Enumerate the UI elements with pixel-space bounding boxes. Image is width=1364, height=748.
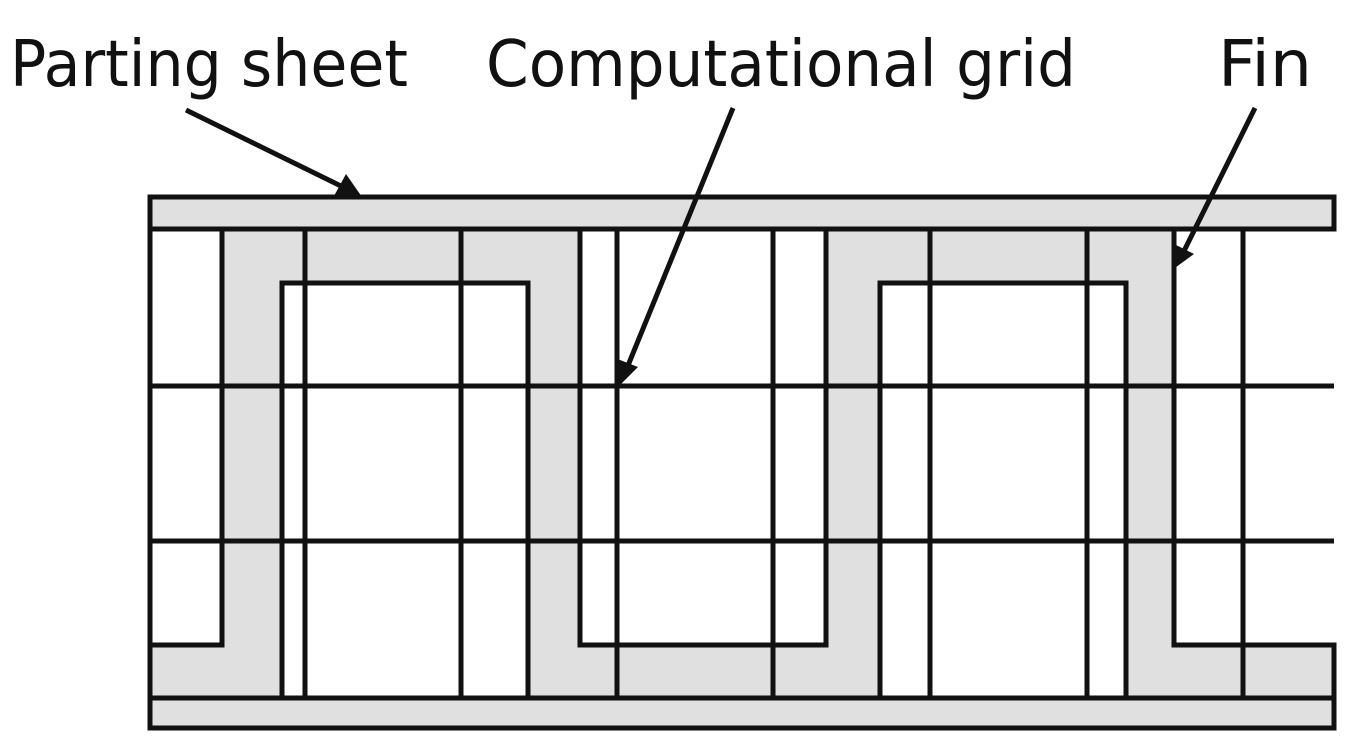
callout-arrows bbox=[184, 106, 1258, 386]
fin-inner-edge-left bbox=[279, 280, 531, 701]
top-parting-sheet-fill bbox=[150, 197, 1334, 229]
fin-arrow bbox=[1180, 106, 1258, 255]
parting-sheet-label: Parting sheet bbox=[10, 28, 408, 102]
fin-inner-edge-right bbox=[877, 280, 1129, 701]
computational-grid-arrow bbox=[624, 107, 736, 369]
bottom-parting-sheet-fill bbox=[150, 698, 1334, 728]
fin-fill bbox=[150, 229, 1334, 698]
outlines bbox=[147, 194, 1337, 731]
fin-outer-edge bbox=[147, 226, 1337, 701]
labels: Parting sheet Computational grid Fin bbox=[10, 28, 1312, 102]
computational-grid-label: Computational grid bbox=[486, 28, 1076, 102]
fin-arrowhead bbox=[1172, 243, 1194, 270]
material-fills bbox=[150, 197, 1334, 728]
parting-sheet-arrowhead bbox=[334, 174, 362, 197]
computational-grid-arrowhead bbox=[615, 358, 638, 386]
fin-label: Fin bbox=[1218, 28, 1312, 102]
computational-grid bbox=[150, 229, 1334, 698]
top-parting-sheet-outline bbox=[147, 194, 1337, 232]
parting-sheet-arrow bbox=[184, 107, 347, 191]
